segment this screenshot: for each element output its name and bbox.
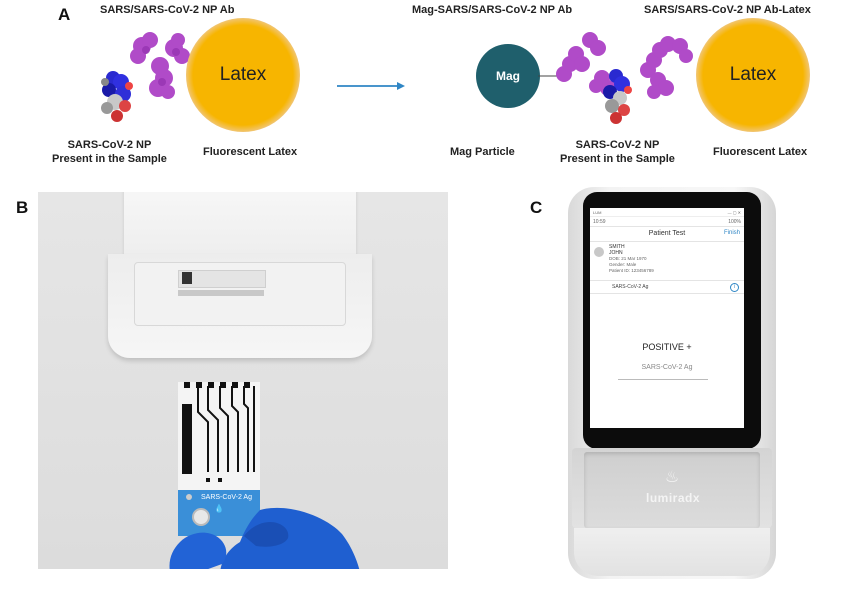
antibody-icon xyxy=(640,36,693,99)
antibody-icon xyxy=(130,32,190,99)
right-latex-antibody-title: SARS/SARS-CoV-2 NP Ab-Latex xyxy=(644,4,811,16)
strip-label: SARS-CoV-2 Ag xyxy=(201,494,252,501)
gloved-hand xyxy=(169,507,360,569)
avatar xyxy=(594,247,604,257)
flame-logo-icon: ♨ xyxy=(664,469,680,486)
left-np-label: SARS-CoV-2 NP Present in the Sample xyxy=(52,139,167,165)
finish-button[interactable]: Finish xyxy=(723,230,740,236)
device-base xyxy=(574,528,770,576)
left-latex-bead: Latex xyxy=(186,18,300,132)
patient-last-name: SMITH xyxy=(609,244,625,250)
test-strip xyxy=(178,382,260,492)
screen-header: Patient Test Finish xyxy=(590,227,744,242)
clock-time: 10:59 xyxy=(593,218,606,225)
brand-logo: lumiradx xyxy=(645,491,700,505)
protein-blob xyxy=(101,71,133,122)
window-controls[interactable]: — ▢ ✕ xyxy=(727,209,741,215)
right-latex-bead: Latex xyxy=(696,18,810,132)
left-fluor-label: Fluorescent Latex xyxy=(203,146,298,158)
latex-label: Latex xyxy=(729,64,777,85)
slot-opening xyxy=(178,270,266,288)
np-protein-icon xyxy=(603,69,632,124)
np-protein-icon xyxy=(101,71,133,122)
result-text: POSITIVE + xyxy=(642,342,692,352)
strip-label-area: SARS-CoV-2 Ag 💧 xyxy=(178,490,260,536)
window-app-name: LUM xyxy=(593,209,602,215)
drop-icon: 💧 xyxy=(214,504,224,513)
left-antibody-title: SARS/SARS-CoV-2 NP Ab xyxy=(100,4,235,16)
panel-b-letter: B xyxy=(16,198,29,217)
right-fluor-label: Fluorescent Latex xyxy=(713,146,808,158)
patient-gender: Gender: Male xyxy=(609,262,637,267)
info-icon[interactable]: i xyxy=(730,283,739,292)
latex-label: Latex xyxy=(219,64,267,85)
result-test-name: SARS-CoV-2 Ag xyxy=(641,364,693,371)
patient-id: Patient ID: 123456789 xyxy=(609,268,654,273)
battery-level: 100% xyxy=(728,218,741,225)
right-np-label: SARS-CoV-2 NP Present in the Sample xyxy=(560,139,675,165)
status-bar: 10:59 100% xyxy=(590,217,744,227)
sample-well xyxy=(192,508,210,526)
patient-dob: DOB: 21 Mar 1970 xyxy=(609,256,647,261)
panel-a-letter: A xyxy=(58,5,71,24)
patient-first-name: JOHN xyxy=(609,250,623,256)
device-screen: LUM — ▢ ✕ 10:59 100% Patient Test Finish… xyxy=(590,208,744,428)
mag-particle: Mag xyxy=(476,44,540,108)
strip-bay-door xyxy=(584,452,760,528)
test-strip-photo: SARS-CoV-2 Ag 💧 xyxy=(38,192,448,569)
marker-dot xyxy=(186,494,192,500)
slot-bar xyxy=(178,290,264,296)
right-mag-antibody-title: Mag-SARS/SARS-CoV-2 NP Ab xyxy=(412,4,573,16)
test-name: SARS-CoV-2 Ag xyxy=(612,284,649,290)
result-divider xyxy=(618,379,708,380)
reaction-arrow-icon xyxy=(337,82,405,90)
window-titlebar: LUM — ▢ ✕ xyxy=(590,208,744,217)
screen-title: Patient Test xyxy=(648,230,686,237)
patient-card: SMITH JOHN DOB: 21 Mar 1970 Gender: Male… xyxy=(590,242,744,281)
mag-particle-label: Mag Particle xyxy=(450,146,515,158)
mag-label: Mag xyxy=(496,69,520,83)
test-row: SARS-CoV-2 Ag i xyxy=(590,281,744,294)
panel-c-letter: C xyxy=(530,198,543,217)
slot-dark-mark xyxy=(182,272,192,284)
